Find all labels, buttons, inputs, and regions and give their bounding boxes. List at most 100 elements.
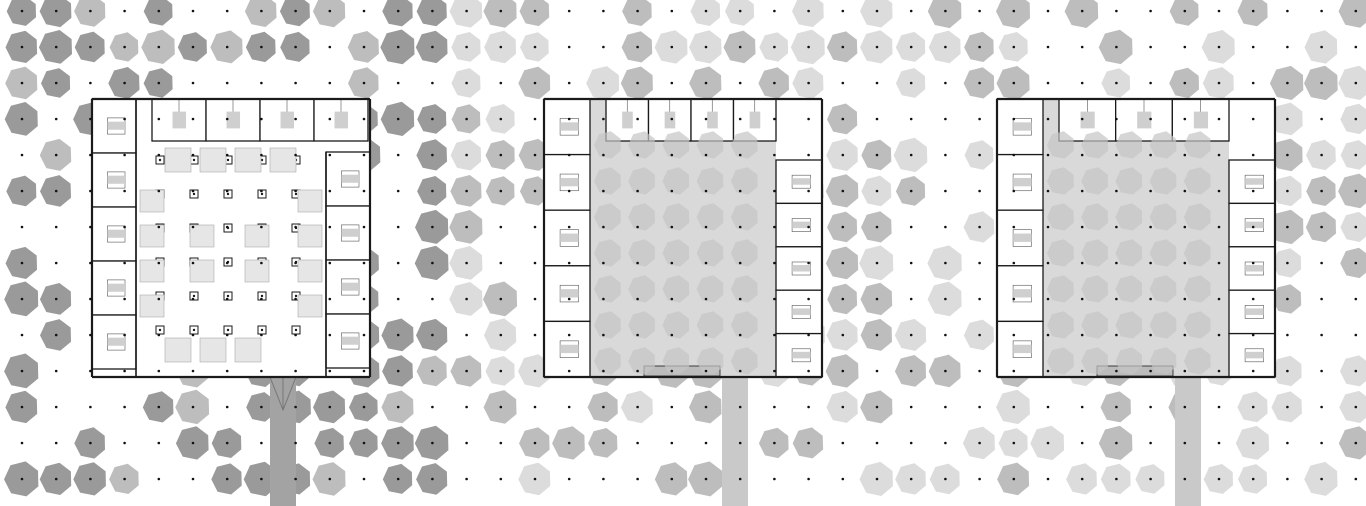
grid-dot: [225, 297, 229, 301]
column-center: [192, 192, 196, 196]
courtyard-tree: [1047, 131, 1074, 159]
unit-stair: [560, 233, 579, 242]
grid-dot: [1080, 81, 1084, 85]
plan-left: [90, 97, 372, 379]
market-stall: [164, 337, 192, 363]
grid-dot: [499, 333, 503, 337]
grid-dot: [499, 405, 503, 409]
grid-dot: [567, 405, 571, 409]
column-center: [260, 158, 264, 162]
grid-dot: [260, 369, 263, 373]
grid-dot: [841, 477, 845, 481]
grid-dot: [978, 261, 981, 265]
unit-stair: [1245, 221, 1264, 229]
tree-canopy: [1340, 140, 1366, 170]
grid-dot: [1080, 45, 1084, 49]
grid-dot: [875, 297, 879, 301]
grid-dot: [1046, 45, 1050, 49]
grid-dot: [978, 117, 981, 121]
tree-canopy: [996, 0, 1030, 29]
grid-dot: [431, 297, 434, 301]
grid-dot: [636, 441, 639, 445]
grid-dot: [1012, 477, 1016, 481]
grid-dot: [362, 261, 366, 265]
grid-dot: [54, 189, 58, 193]
grid-dot: [738, 477, 742, 481]
tree-canopy: [312, 0, 346, 28]
tree-canopy: [1064, 0, 1099, 28]
grid-dot: [875, 477, 879, 481]
grid-dot: [807, 45, 810, 49]
grid-dot: [328, 369, 332, 373]
grid-dot: [602, 261, 605, 265]
grid-dot: [54, 153, 58, 157]
grid-dot: [1115, 225, 1118, 229]
grid-dot: [944, 333, 947, 337]
grid-dot: [978, 333, 981, 337]
courtyard-tree: [594, 311, 621, 339]
unit-stair: [107, 229, 125, 238]
grid-dot: [1217, 297, 1221, 301]
grid-dot: [1080, 369, 1084, 373]
grid-dot: [54, 333, 58, 337]
grid-dot: [978, 81, 981, 85]
grid-dot: [567, 117, 571, 121]
grid-dot: [567, 81, 571, 85]
grid-dot: [499, 45, 503, 49]
grid-dot: [89, 369, 92, 373]
grid-dot: [841, 153, 845, 157]
grid-dot: [773, 45, 776, 49]
grid-dot: [1251, 189, 1255, 193]
courtyard-tree: [1115, 347, 1143, 375]
grid-dot: [54, 297, 58, 301]
grid-dot: [1149, 477, 1152, 481]
grid-dot: [191, 297, 195, 301]
unit-stair: [792, 265, 811, 272]
courtyard-tree: [1047, 311, 1074, 339]
grid-dot: [738, 441, 742, 445]
grid-dot: [1149, 81, 1152, 85]
courtyard-tree: [628, 203, 655, 231]
tree-canopy: [792, 0, 824, 28]
grid-dot: [123, 45, 126, 49]
grid-dot: [499, 225, 503, 229]
courtyard-tree: [730, 347, 758, 375]
tree-canopy: [279, 0, 310, 27]
grid-dot: [157, 189, 161, 193]
unit-stair: [1245, 308, 1264, 315]
grid-dot: [875, 225, 879, 229]
grid-dot: [807, 225, 810, 229]
grid-dot: [670, 405, 674, 409]
grid-dot: [225, 45, 229, 49]
courtyard-tree: [696, 347, 724, 375]
grid-dot: [362, 153, 366, 157]
grid-dot: [123, 81, 126, 85]
courtyard-tree: [730, 131, 758, 159]
grid-dot: [670, 297, 674, 301]
courtyard-tree: [628, 275, 655, 303]
grid-dot: [499, 261, 503, 265]
tree-canopy: [1340, 103, 1366, 135]
grid-dot: [191, 117, 195, 121]
market-stall: [164, 147, 192, 173]
grid-dot: [328, 81, 332, 85]
grid-dot: [875, 261, 879, 265]
grid-dot: [533, 225, 537, 229]
grid-dot: [294, 405, 297, 409]
grid-dot: [807, 441, 810, 445]
grid-dot: [191, 153, 195, 157]
grid-dot: [704, 369, 708, 373]
column-center: [294, 328, 298, 332]
unit-stair: [1013, 177, 1032, 187]
grid-dot: [1217, 189, 1221, 193]
grid-dot: [1046, 117, 1050, 121]
courtyard-tree: [662, 203, 690, 231]
grid-dot: [909, 405, 913, 409]
grid-dot: [294, 45, 297, 49]
grid-dot: [1251, 333, 1255, 337]
grid-dot: [328, 261, 332, 265]
grid-dot: [1183, 441, 1187, 445]
grid-dot: [1012, 441, 1016, 445]
grid-dot: [807, 369, 810, 373]
